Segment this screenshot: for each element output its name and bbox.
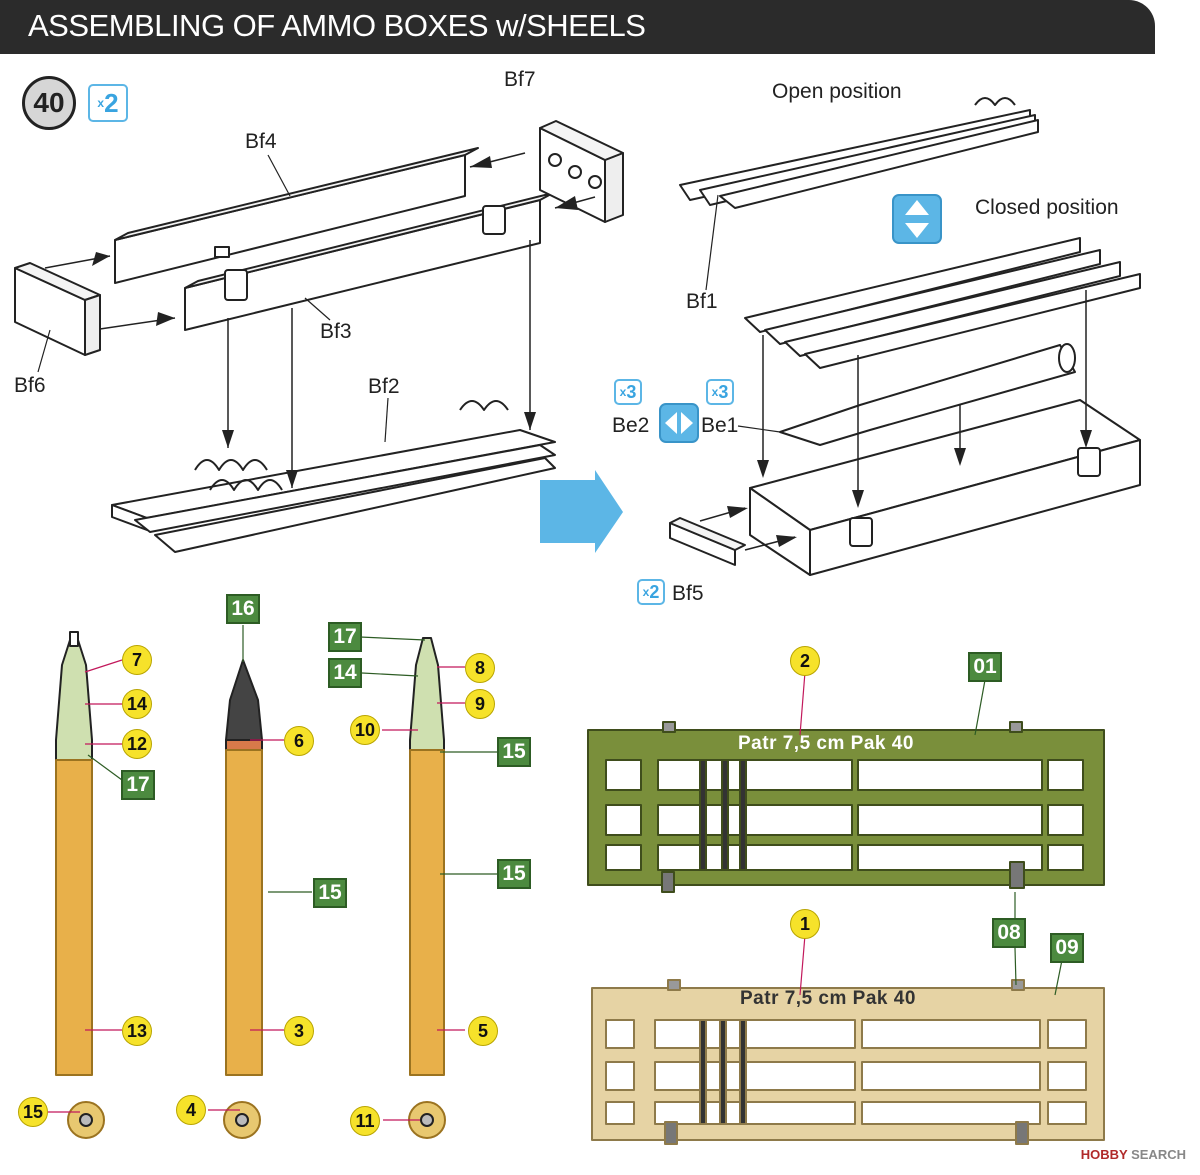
callout-15-base: 15 (18, 1097, 48, 1127)
green-crate-stencil: Patr 7,5 cm Pak 40 (738, 733, 914, 754)
callout-13: 13 (122, 1016, 152, 1046)
open-close-icon (892, 194, 942, 244)
times-icon: x (642, 585, 650, 599)
shell-3-drawing (409, 637, 445, 1076)
label-be1: Be1 (701, 414, 739, 437)
callout-3: 3 (284, 1016, 314, 1046)
callout-5: 5 (468, 1016, 498, 1046)
header-bar: ASSEMBLING OF AMMO BOXES w/SHEELS (0, 0, 1155, 52)
next-arrow (540, 470, 623, 553)
callout-16: 16 (226, 594, 260, 624)
callout-10: 10 (350, 715, 380, 745)
part-bf2-drawing (111, 400, 556, 553)
label-bf2: Bf2 (368, 375, 400, 398)
open-lid-drawing (679, 97, 1039, 209)
label-bf1: Bf1 (686, 290, 718, 313)
part-bf6-drawing (14, 262, 101, 356)
callout-15-case: 15 (313, 878, 347, 908)
callout-6: 6 (284, 726, 314, 756)
closed-lid-drawing (744, 237, 1141, 369)
callout-7: 7 (122, 645, 152, 675)
callout-14-band: 14 (328, 658, 362, 688)
callout-12: 12 (122, 729, 152, 759)
be1-multiplier: x3 (706, 379, 734, 405)
callout-01: 01 (968, 652, 1002, 682)
times-icon: x (619, 385, 627, 399)
label-bf3: Bf3 (320, 320, 352, 343)
header-rule (0, 52, 1155, 54)
shell-2-drawing (225, 659, 263, 1076)
callout-15-top: 15 (497, 737, 531, 767)
label-bf7: Bf7 (504, 68, 536, 91)
callout-17-tip: 17 (328, 622, 362, 652)
callout-9: 9 (465, 689, 495, 719)
page-title: ASSEMBLING OF AMMO BOXES w/SHEELS (28, 8, 646, 43)
callout-11: 11 (350, 1106, 380, 1136)
callout-15-mid: 15 (497, 859, 531, 889)
label-bf5: Bf5 (672, 582, 704, 605)
part-bf5-drawing (669, 517, 746, 566)
shell-be-drawing (779, 343, 1076, 446)
callout-1: 1 (790, 909, 820, 939)
label-be2: Be2 (612, 414, 650, 437)
callout-17: 17 (121, 770, 155, 800)
callout-08: 08 (992, 918, 1026, 948)
callout-14: 14 (122, 689, 152, 719)
callout-2: 2 (790, 646, 820, 676)
part-bf3-drawing (184, 192, 554, 331)
finished-box-drawing (749, 399, 1141, 576)
mirror-icon (659, 403, 699, 443)
label-closed-position: Closed position (975, 196, 1119, 219)
callout-4: 4 (176, 1095, 206, 1125)
shell-1-drawing (55, 631, 93, 1076)
times-icon: x (97, 96, 105, 110)
step-multiplier: x2 (88, 84, 128, 122)
step-number: 40 (22, 76, 76, 130)
callout-09: 09 (1050, 933, 1084, 963)
label-bf6: Bf6 (14, 374, 46, 397)
be2-multiplier: x3 (614, 379, 642, 405)
green-crate-drawing (587, 721, 1105, 893)
label-open-position: Open position (772, 80, 902, 103)
hobby-search-watermark: HOBBY SEARCH (1080, 1147, 1186, 1162)
tan-crate-drawing (591, 979, 1105, 1145)
part-bf7-drawing (539, 120, 624, 223)
tan-crate-stencil: Patr 7,5 cm Pak 40 (740, 988, 916, 1009)
part-bf4-drawing (114, 147, 479, 284)
times-icon: x (711, 385, 719, 399)
label-bf4: Bf4 (245, 130, 277, 153)
callout-8: 8 (465, 653, 495, 683)
bf5-multiplier: x2 (637, 579, 665, 605)
